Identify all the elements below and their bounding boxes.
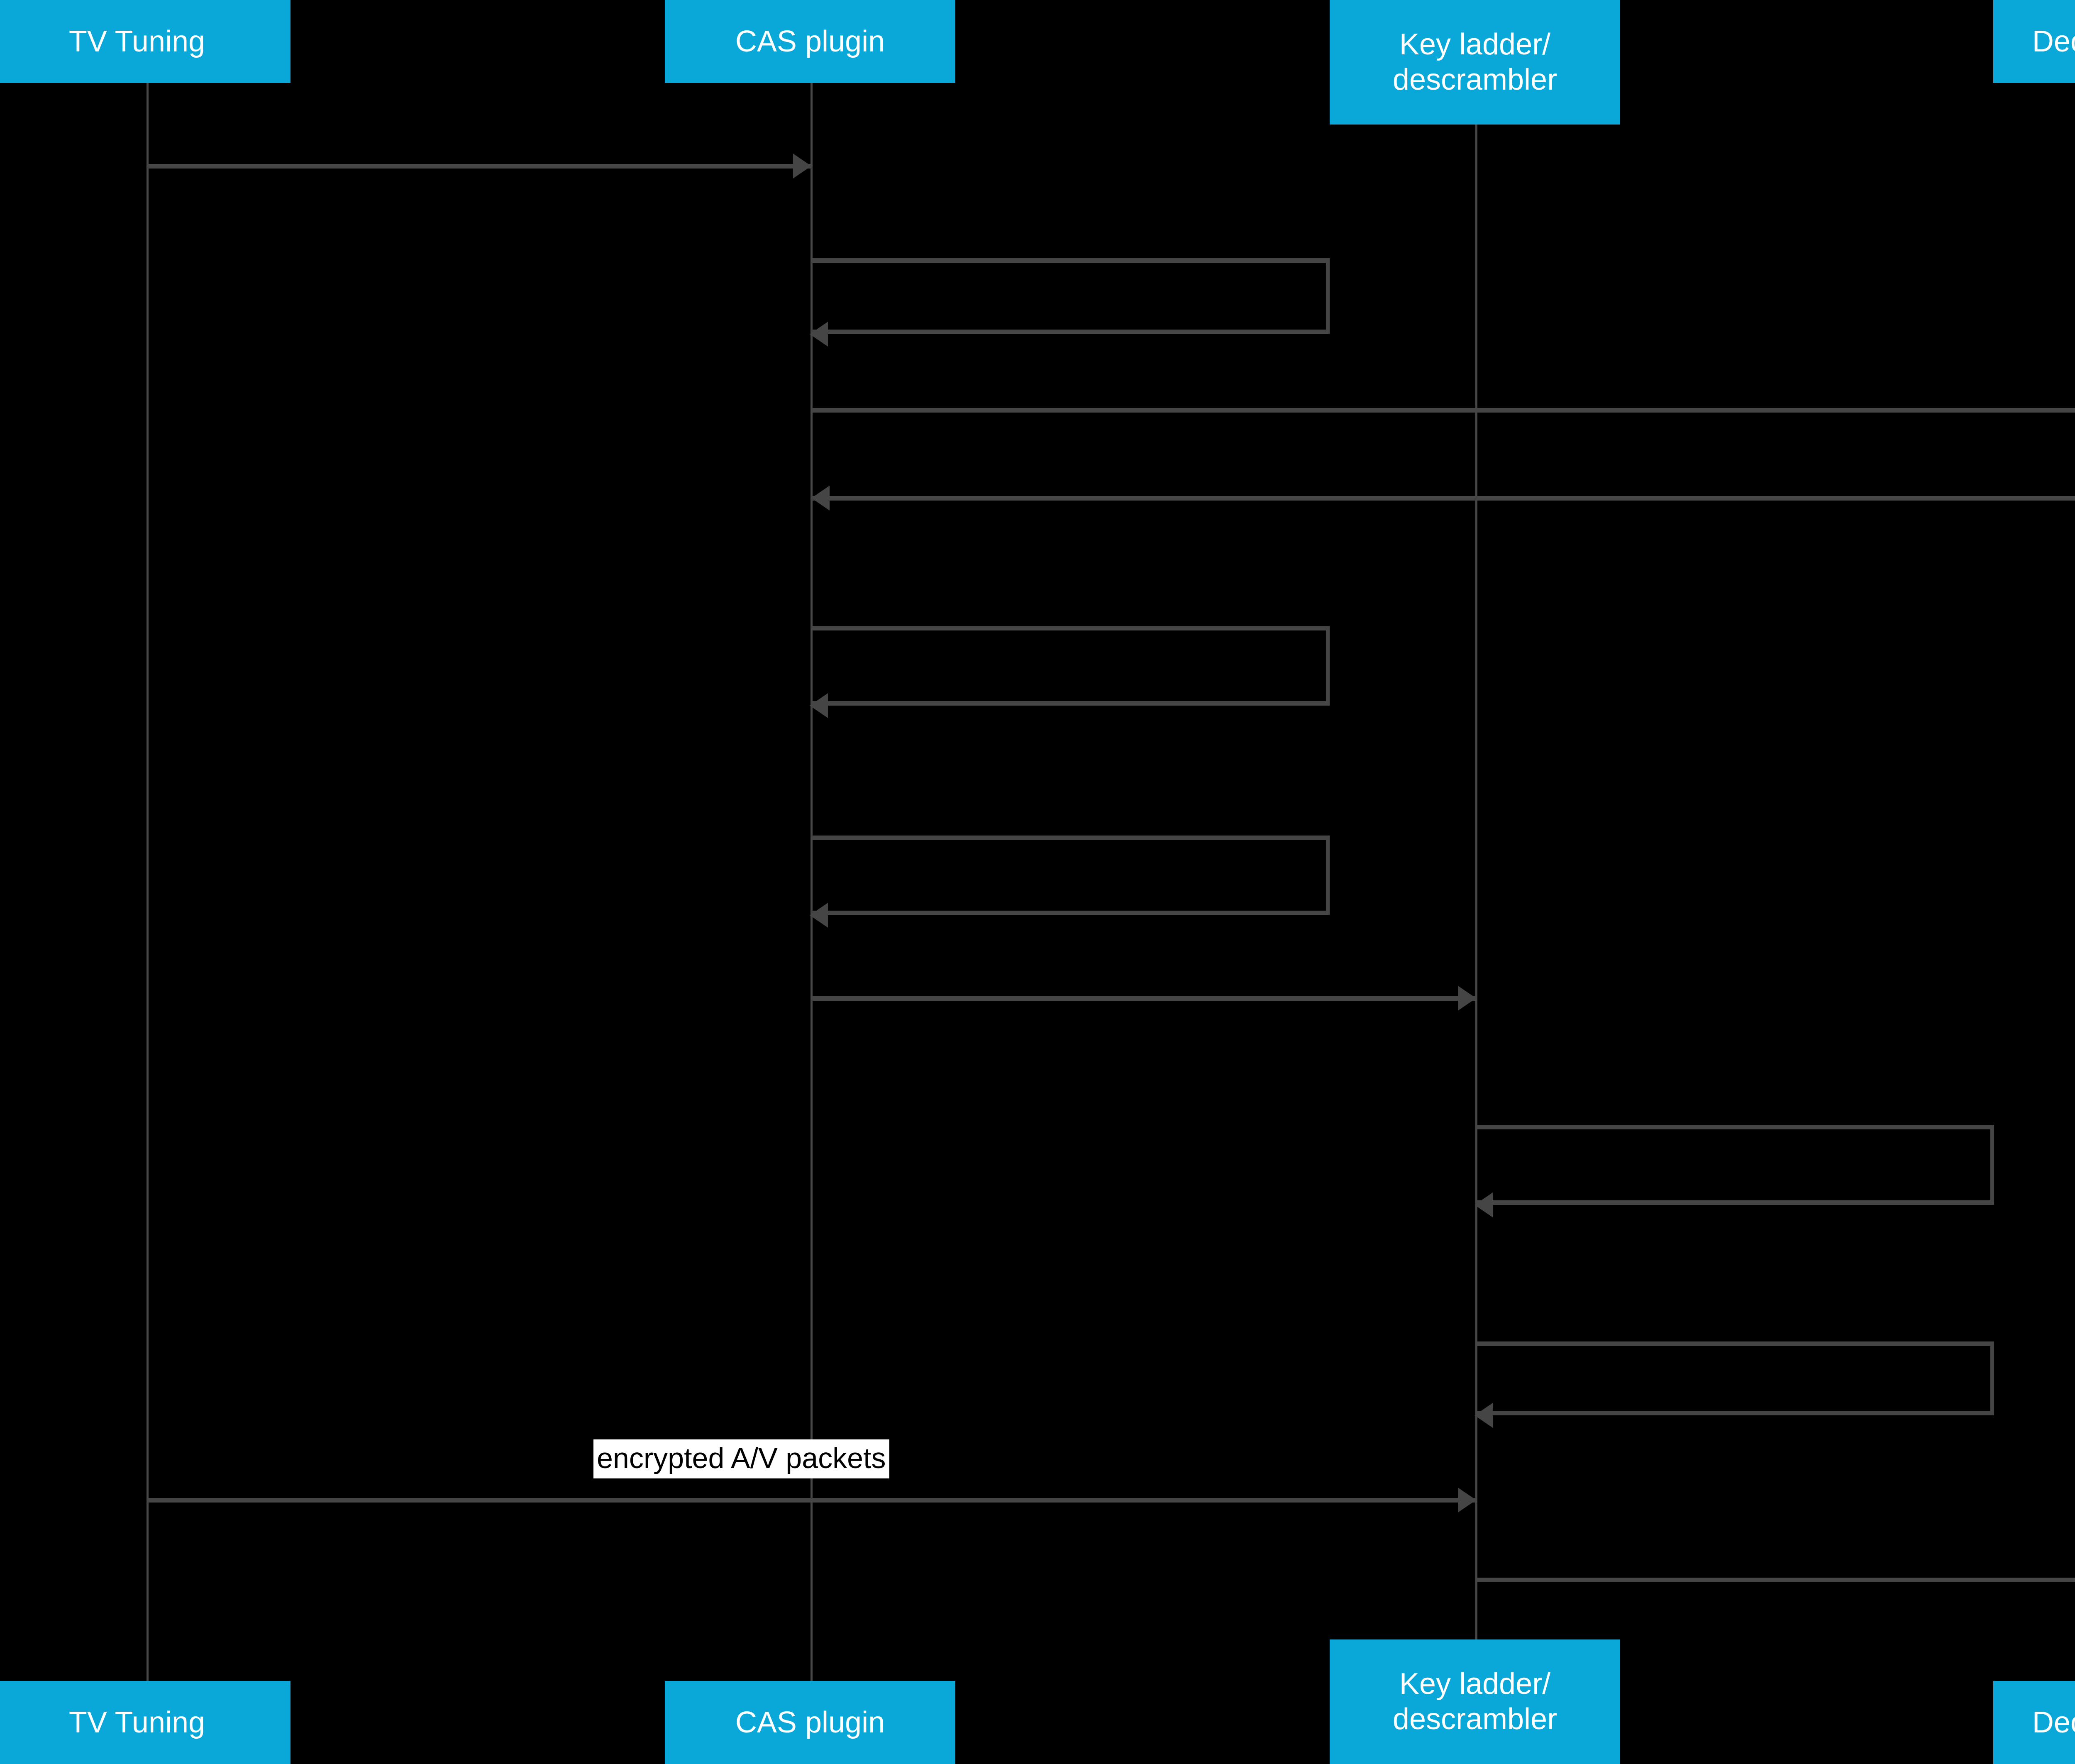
- arrowhead-m4: [811, 486, 830, 511]
- message-line-m1[interactable]: [147, 164, 811, 169]
- participant-label: CAS plugin: [735, 1705, 885, 1739]
- participant-footer-decode-display[interactable]: Decode, display: [1993, 1681, 2075, 1764]
- participant-label: Decode, display: [2032, 1705, 2075, 1739]
- lifeline-tv-tuning: [146, 83, 149, 1681]
- participant-header-decode-display[interactable]: Decode, display: [1993, 0, 2075, 83]
- participant-label: Key ladder/ descrambler: [1392, 28, 1557, 96]
- lifeline-cas-plugin: [810, 83, 813, 1681]
- arrowhead-m2: [810, 322, 828, 347]
- participant-label: CAS plugin: [735, 24, 885, 58]
- participant-footer-tv-tuning[interactable]: TV Tuning: [0, 1681, 290, 1764]
- participant-label: TV Tuning: [68, 1705, 205, 1739]
- arrowhead-m6: [810, 903, 828, 928]
- message-line-m7[interactable]: [811, 996, 1476, 1001]
- self-message-loop-m5[interactable]: [811, 626, 1330, 706]
- participant-label: Key ladder/ descrambler: [1392, 1667, 1557, 1736]
- participant-header-tv-tuning[interactable]: TV Tuning: [0, 0, 290, 83]
- participant-footer-cas-plugin[interactable]: CAS plugin: [665, 1681, 955, 1764]
- self-message-loop-m2[interactable]: [811, 258, 1330, 334]
- arrowhead-m5: [810, 693, 828, 718]
- participant-label: Decode, display: [2032, 24, 2075, 58]
- arrowhead-m7: [1458, 986, 1476, 1011]
- arrowhead-m9: [1474, 1403, 1493, 1428]
- arrowhead-m8: [1474, 1192, 1493, 1217]
- participant-header-cas-plugin[interactable]: CAS plugin: [665, 0, 955, 83]
- message-line-m4[interactable]: [811, 496, 2075, 501]
- self-message-loop-m9[interactable]: [1476, 1341, 1994, 1415]
- arrowhead-m1: [793, 154, 811, 178]
- lifeline-key-ladder: [1475, 125, 1477, 1639]
- arrowhead-m10: [1458, 1488, 1476, 1512]
- participant-footer-key-ladder[interactable]: Key ladder/ descrambler: [1330, 1639, 1620, 1764]
- message-line-m11[interactable]: [1476, 1577, 2075, 1582]
- self-message-loop-m8[interactable]: [1476, 1125, 1994, 1205]
- message-line-m3[interactable]: [811, 408, 2075, 413]
- participant-label: TV Tuning: [68, 24, 205, 58]
- participant-header-key-ladder[interactable]: Key ladder/ descrambler: [1330, 0, 1620, 125]
- self-message-loop-m6[interactable]: [811, 836, 1330, 915]
- message-label-m10: encrypted A/V packets: [593, 1439, 889, 1478]
- message-line-m10[interactable]: [147, 1498, 1476, 1503]
